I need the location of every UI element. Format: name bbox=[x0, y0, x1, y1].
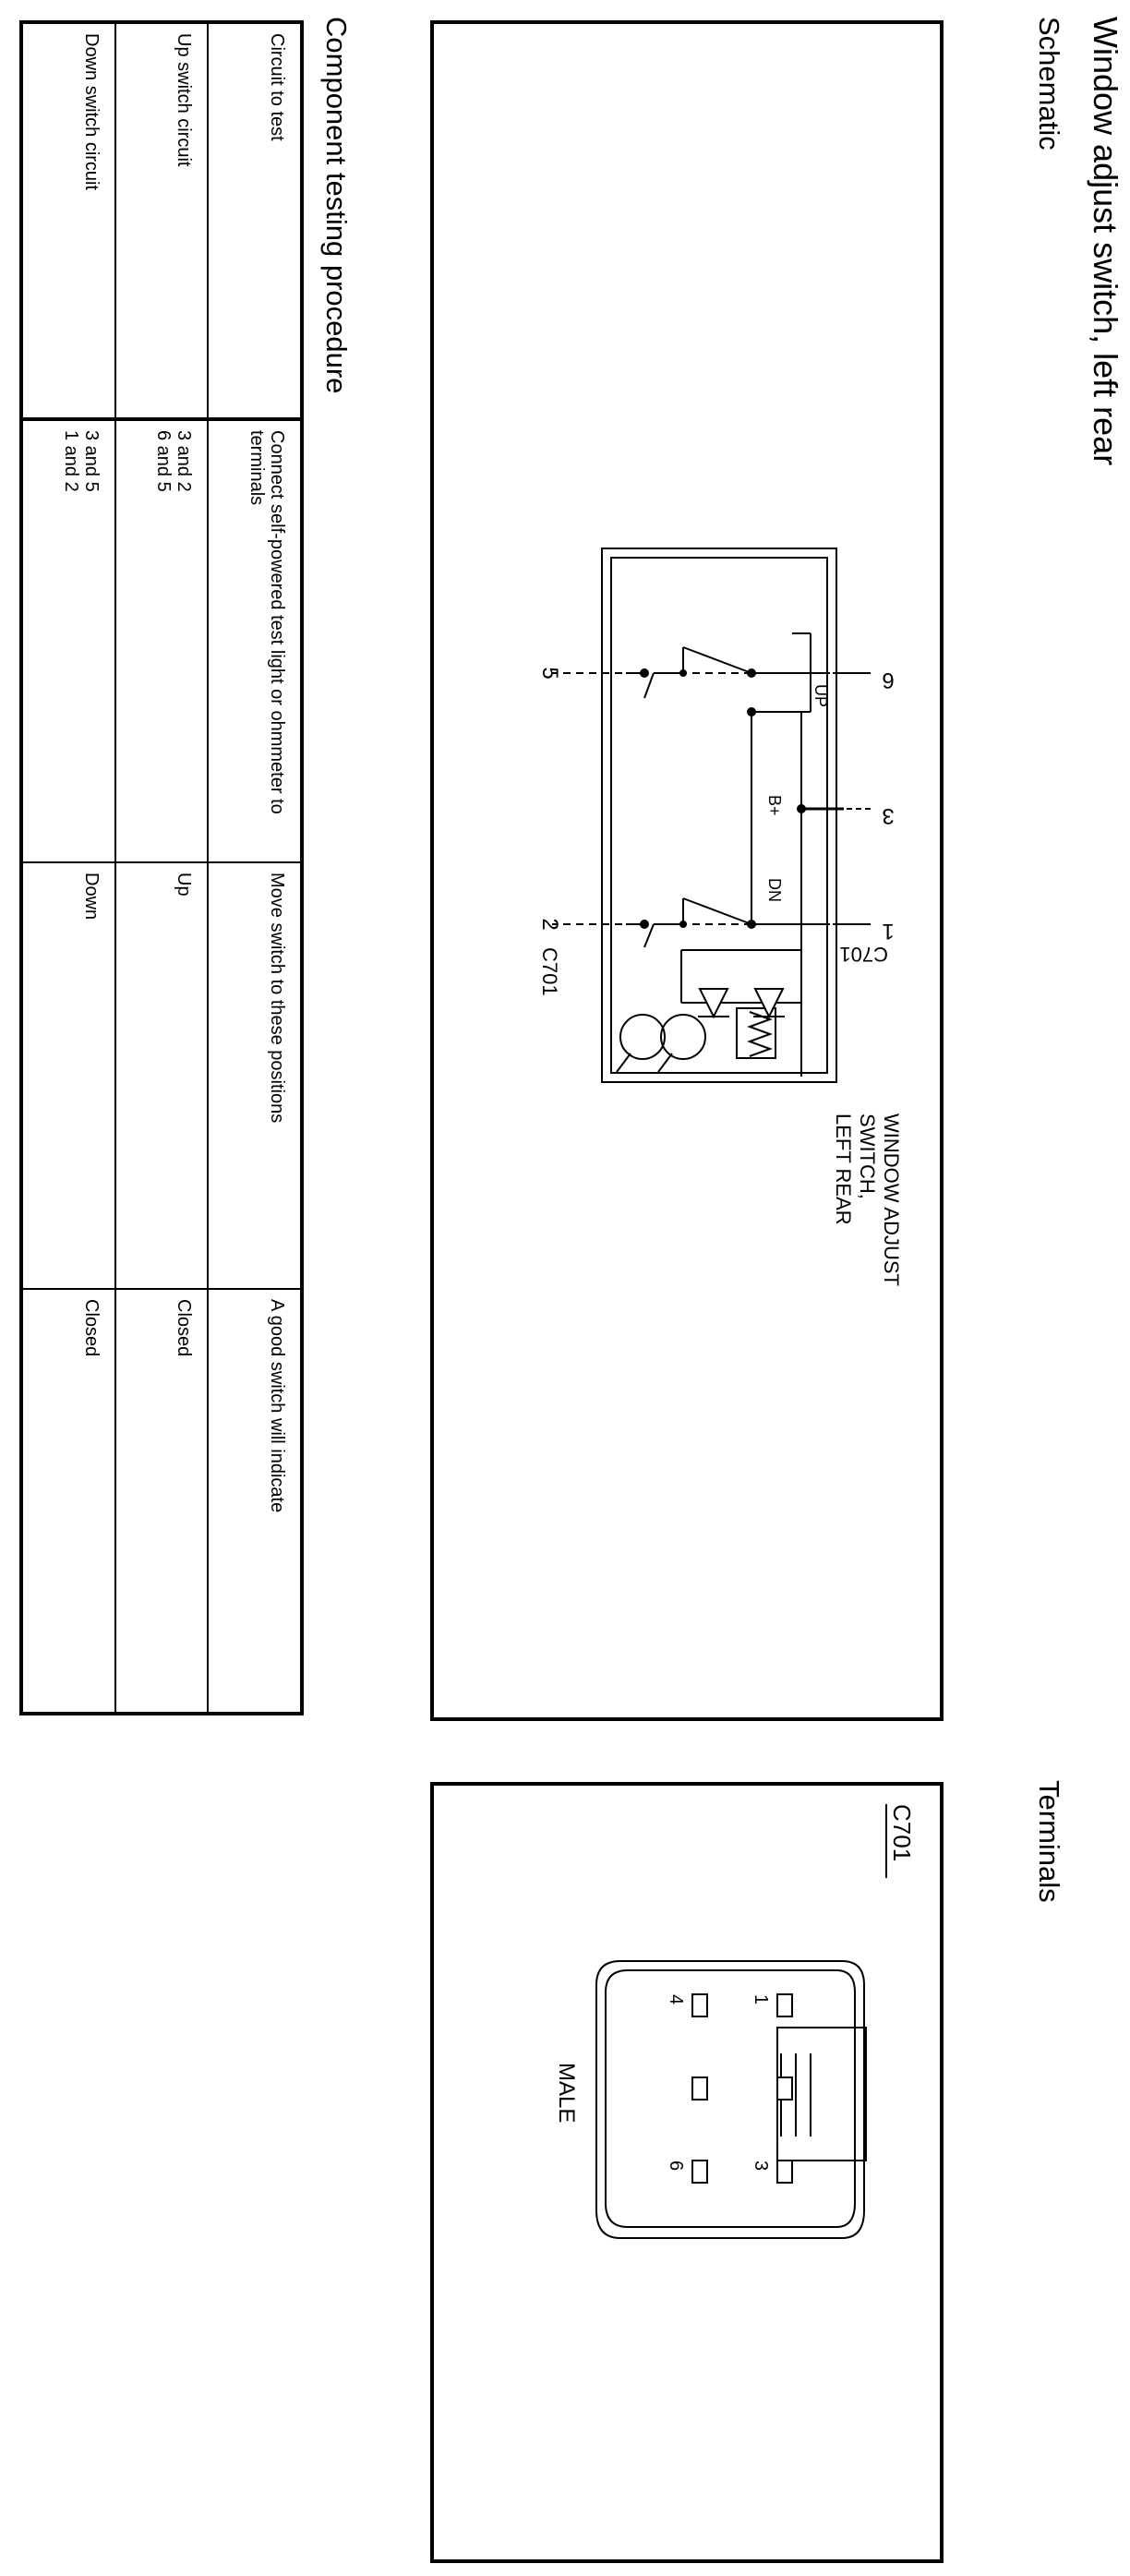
connector-label-top: C701 bbox=[839, 943, 888, 966]
contact-dn: DN bbox=[765, 878, 784, 902]
terminal-label-4: 4 bbox=[666, 1994, 686, 2004]
pin-label-2: 2 bbox=[537, 918, 562, 930]
terminal-pair: 3 and 5 bbox=[81, 430, 102, 492]
terminal-label-1: 1 bbox=[751, 1994, 771, 2004]
component-label-line-1: WINDOW ADJUST bbox=[880, 1113, 903, 1286]
connector-label-bottom: C701 bbox=[538, 947, 561, 996]
terminals-connector-label: C701 bbox=[888, 1804, 916, 1861]
contact-bplus: B+ bbox=[765, 795, 784, 816]
terminal-4 bbox=[691, 1993, 708, 2017]
cell-circuit: Down switch circuit bbox=[21, 22, 115, 419]
header-switch-positions: Move switch to these positions bbox=[208, 862, 302, 1289]
header-circuit-to-test: Circuit to test bbox=[208, 22, 302, 419]
table-row: Up switch circuit 3 and 2 6 and 5 Up Clo… bbox=[115, 22, 208, 1714]
led-2 bbox=[619, 1014, 666, 1060]
terminal-pair: 6 and 5 bbox=[153, 430, 174, 492]
terminal-label-6: 6 bbox=[666, 2161, 686, 2171]
terminals-heading: Terminals bbox=[1033, 1780, 1065, 1903]
pin-label-6: 6 bbox=[882, 668, 894, 692]
cell-terminals: 3 and 5 1 and 2 bbox=[21, 419, 115, 862]
cell-position: Up bbox=[115, 862, 208, 1289]
pin-label-1: 1 bbox=[882, 919, 894, 944]
terminal-1 bbox=[776, 1993, 793, 2017]
led-1 bbox=[660, 1014, 706, 1060]
terminals-frame: C701 1 3 4 6 MALE bbox=[430, 1782, 944, 2563]
cell-position: Down bbox=[21, 862, 115, 1289]
contact-up: UP bbox=[811, 684, 830, 707]
connector-outline bbox=[595, 1960, 867, 2239]
terminal-2 bbox=[776, 2076, 793, 2101]
component-testing-table: Circuit to test Connect self-powered tes… bbox=[19, 20, 304, 1715]
cell-result: Closed bbox=[115, 1289, 208, 1714]
header-good-switch: A good switch will indicate bbox=[208, 1289, 302, 1714]
switch-housing-inner bbox=[610, 557, 828, 1074]
diode-1 bbox=[753, 988, 785, 1019]
cell-circuit: Up switch circuit bbox=[115, 22, 208, 419]
cell-terminals: 3 and 2 6 and 5 bbox=[115, 419, 208, 862]
cell-result: Closed bbox=[21, 1289, 115, 1714]
header-connect-terminals: Connect self-powered test light or ohmme… bbox=[208, 419, 302, 862]
diode-2 bbox=[698, 988, 729, 1019]
table-header-row: Circuit to test Connect self-powered tes… bbox=[208, 22, 302, 1714]
terminal-5 bbox=[691, 2076, 708, 2101]
page-title: Window adjust switch, left rear bbox=[1087, 17, 1124, 466]
terminals-diagram: C701 1 3 4 6 MALE bbox=[554, 1804, 916, 2239]
schematic-diagram: 6 3 1 C701 5 2 C701 UP B+ DN WINDOW ADJU… bbox=[537, 548, 903, 1286]
component-label-line-2: SWITCH, bbox=[856, 1113, 879, 1199]
resistor bbox=[736, 1007, 776, 1059]
component-label-line-3: LEFT REAR bbox=[832, 1113, 855, 1225]
terminals-gender-label: MALE bbox=[554, 2063, 579, 2123]
schematic-frame: 6 3 1 C701 5 2 C701 UP B+ DN WINDOW ADJU… bbox=[430, 20, 944, 1721]
switch-housing-outer bbox=[601, 548, 837, 1083]
procedure-heading: Component testing procedure bbox=[320, 17, 353, 394]
terminal-pair: 3 and 2 bbox=[174, 430, 194, 492]
terminal-pair: 1 and 2 bbox=[61, 430, 81, 492]
pin-label-5: 5 bbox=[537, 667, 562, 679]
schematic-heading: Schematic bbox=[1033, 17, 1065, 150]
table-row: Down switch circuit 3 and 5 1 and 2 Down… bbox=[21, 22, 115, 1714]
pin-label-3: 3 bbox=[882, 803, 894, 828]
terminal-6 bbox=[691, 2160, 708, 2184]
terminal-label-3: 3 bbox=[751, 2161, 771, 2171]
terminal-3 bbox=[776, 2160, 793, 2184]
